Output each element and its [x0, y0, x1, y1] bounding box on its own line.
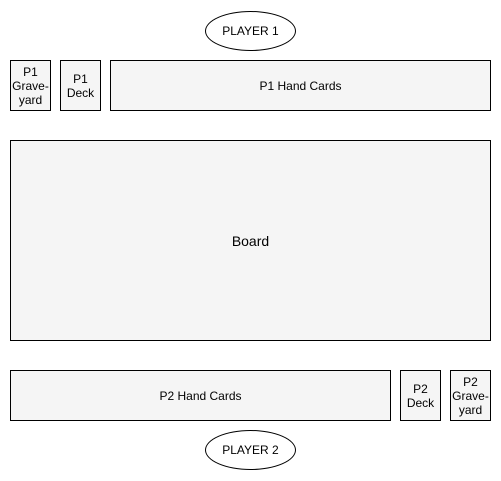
p1-graveyard: P1 Grave- yard	[10, 60, 51, 111]
player-1-label: PLAYER 1	[205, 11, 296, 51]
p1-deck: P1 Deck	[60, 60, 101, 111]
player-1-text: PLAYER 1	[222, 24, 279, 38]
p1-graveyard-label: P1 Grave- yard	[12, 64, 49, 107]
p2-graveyard-label: P2 Grave- yard	[452, 374, 489, 417]
p2-deck: P2 Deck	[400, 370, 441, 421]
p2-deck-label: P2 Deck	[406, 381, 435, 410]
p1-hand-cards: P1 Hand Cards	[110, 60, 491, 111]
p1-hand-cards-label: P1 Hand Cards	[259, 78, 342, 93]
p2-graveyard: P2 Grave- yard	[450, 370, 491, 421]
player-2-label: PLAYER 2	[205, 430, 296, 470]
p2-hand-cards: P2 Hand Cards	[10, 370, 391, 421]
p1-deck-label: P1 Deck	[66, 71, 95, 100]
board: Board	[10, 140, 491, 341]
p2-hand-cards-label: P2 Hand Cards	[159, 388, 242, 403]
player-2-text: PLAYER 2	[222, 443, 279, 457]
board-label: Board	[231, 232, 270, 249]
